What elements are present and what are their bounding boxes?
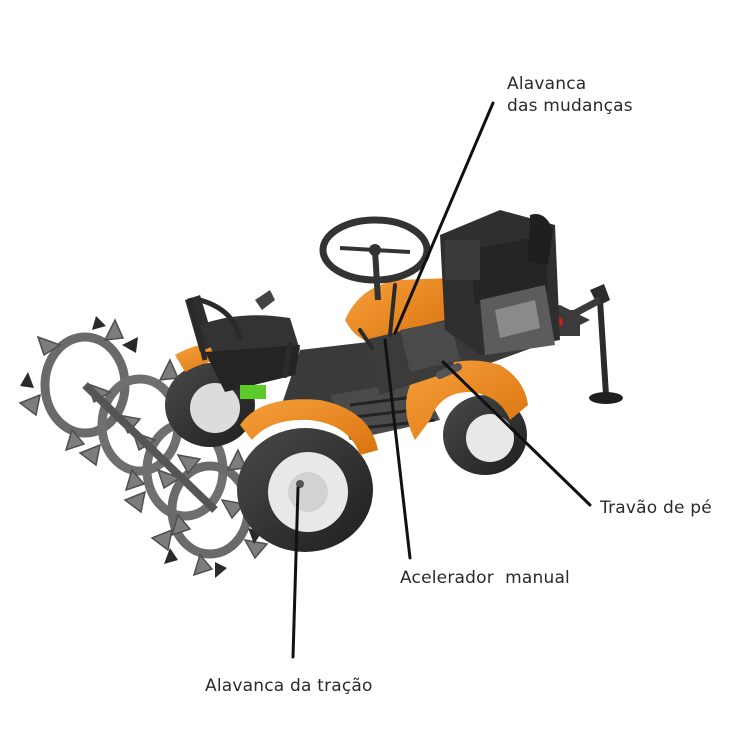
label-traction-lever: Alavanca da tração [205, 676, 373, 696]
leader-line-hand-throttle [383, 338, 412, 560]
body-console [345, 278, 460, 395]
label-gear-lever-line1: Alavanca [507, 74, 587, 94]
controls [282, 283, 462, 379]
label-foot-brake: Travão de pé [600, 498, 712, 518]
accent-green [240, 385, 266, 399]
label-gear-lever: Alavanca das mudanças [507, 73, 633, 117]
engine [440, 210, 560, 355]
leader-lines [291, 101, 592, 659]
front-fender [406, 360, 528, 440]
label-hand-throttle-text: Acelerador manual [400, 568, 570, 588]
support-stand [564, 284, 623, 404]
leader-line-gear-lever [393, 101, 495, 335]
label-hand-throttle: Acelerador manual [400, 567, 570, 589]
leader-line-traction-lever [291, 486, 300, 659]
rear-wheel [237, 428, 373, 552]
steering-wheel [319, 216, 431, 301]
seat-frame [187, 297, 243, 361]
leader-line-foot-brake [441, 360, 592, 507]
label-gear-lever-line2: das mudanças [507, 96, 633, 116]
front-wheel [443, 395, 527, 475]
